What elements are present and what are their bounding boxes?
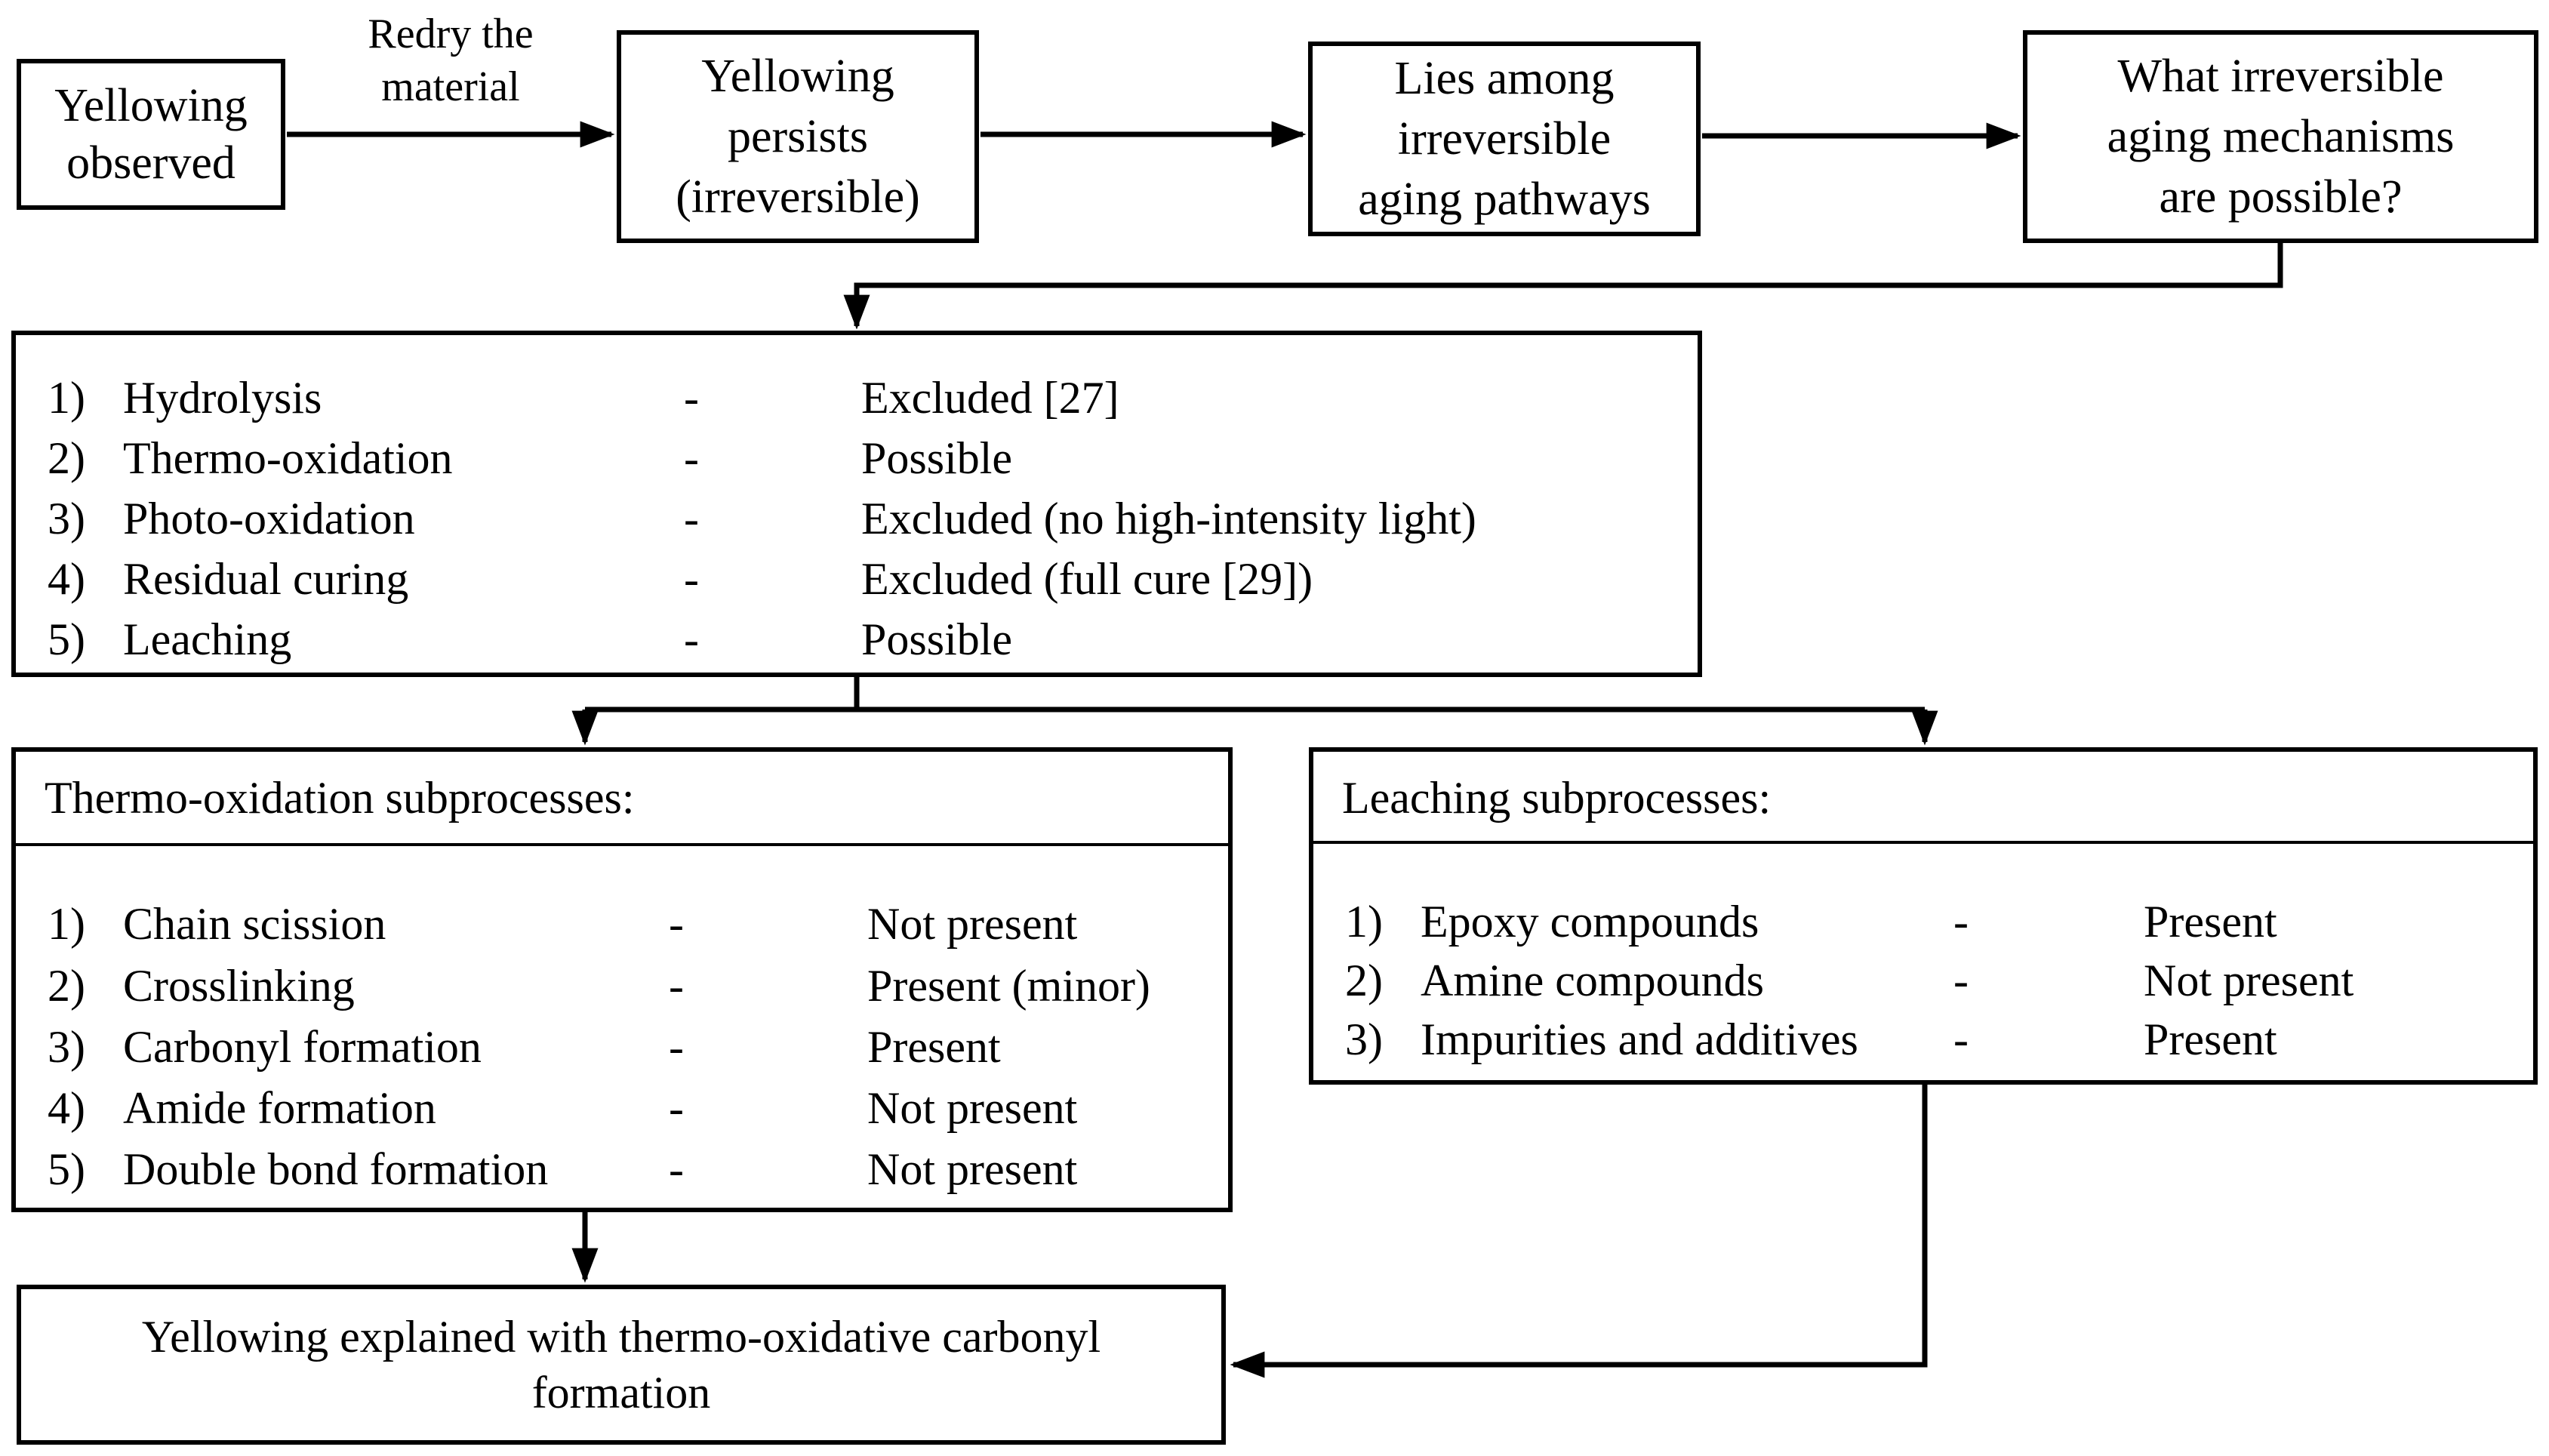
arrow-question-to-mechanism-list	[843, 243, 2283, 330]
item-verdict: Present	[2144, 897, 2277, 947]
box-text-line: Yellowing explained with thermo-oxidativ…	[141, 1312, 1101, 1362]
arrow-leaching-to-conclusion	[1230, 1085, 1928, 1378]
subprocess-row: 1) Epoxy compounds - Present	[1313, 894, 2533, 949]
box-text-line: irreversible	[1397, 113, 1612, 165]
leaching-subprocesses-box: Leaching subprocesses: 1) Epoxy compound…	[1309, 747, 2538, 1085]
mechanism-row: 4) Residual curing - Excluded (full cure…	[16, 552, 1698, 606]
item-number: 3)	[48, 494, 85, 543]
box-text-line: (irreversible)	[676, 171, 920, 223]
item-number: 2)	[48, 961, 85, 1011]
item-dash: -	[684, 373, 699, 423]
item-number: 2)	[48, 433, 85, 483]
item-verdict: Present	[867, 1022, 1001, 1072]
box-text-line: Yellowing	[701, 51, 894, 102]
header-divider	[16, 843, 1228, 846]
item-dash: -	[669, 1083, 684, 1133]
item-dash: -	[1953, 1014, 1969, 1064]
yellowing-persists-box: Yellowing persists (irreversible)	[617, 30, 979, 243]
box-text-line: Lies among	[1394, 53, 1615, 104]
item-verdict: Not present	[867, 1083, 1078, 1133]
box-text-line: are possible?	[2159, 171, 2403, 223]
item-verdict: Possible	[861, 433, 1013, 483]
subprocess-row: 4) Amide formation - Not present	[16, 1081, 1228, 1135]
item-name: Amide formation	[123, 1083, 436, 1133]
item-name: Epoxy compounds	[1421, 897, 1759, 947]
item-name: Impurities and additives	[1421, 1014, 1858, 1064]
irreversible-pathways-box: Lies among irreversible aging pathways	[1308, 42, 1701, 236]
item-number: 5)	[48, 614, 85, 664]
box-text-line: aging mechanisms	[2107, 111, 2455, 162]
box-text-line: What irreversible	[2117, 51, 2444, 102]
item-number: 4)	[48, 1083, 85, 1133]
subprocess-row: 3) Impurities and additives - Present	[1313, 1012, 2533, 1067]
box-text-line: observed	[66, 137, 236, 189]
item-verdict: Excluded [27]	[861, 373, 1119, 423]
item-dash: -	[684, 614, 699, 664]
item-dash: -	[669, 1144, 684, 1194]
mechanism-row: 3) Photo-oxidation - Excluded (no high-i…	[16, 491, 1698, 546]
box-text-line: aging pathways	[1358, 174, 1651, 225]
subprocess-row: 1) Chain scission - Not present	[16, 897, 1228, 951]
item-name: Carbonyl formation	[123, 1022, 482, 1072]
subprocess-row: 2) Amine compounds - Not present	[1313, 953, 2533, 1008]
item-verdict: Excluded (full cure [29])	[861, 554, 1313, 604]
redry-label-line: Redry the	[368, 11, 534, 57]
item-dash: -	[669, 961, 684, 1011]
box-text-line: persists	[728, 111, 868, 162]
item-name: Crosslinking	[123, 961, 355, 1011]
item-number: 5)	[48, 1144, 85, 1194]
item-number: 1)	[1345, 897, 1383, 947]
mechanism-evaluation-box: 1) Hydrolysis - Excluded [27] 2) Thermo-…	[11, 331, 1702, 677]
item-dash: -	[669, 899, 684, 949]
item-verdict: Possible	[861, 614, 1013, 664]
conclusion-box: Yellowing explained with thermo-oxidativ…	[17, 1285, 1226, 1445]
item-dash: -	[669, 1022, 684, 1072]
thermo-oxidation-subprocesses-box: Thermo-oxidation subprocesses: 1) Chain …	[11, 747, 1233, 1212]
item-name: Amine compounds	[1421, 956, 1764, 1005]
item-dash: -	[684, 554, 699, 604]
item-verdict: Present	[2144, 1014, 2277, 1064]
item-name: Hydrolysis	[123, 373, 322, 423]
aging-mechanisms-question-box: What irreversible aging mechanisms are p…	[2023, 30, 2538, 243]
redry-material-label: Redry the material	[300, 8, 602, 113]
item-number: 2)	[1345, 956, 1383, 1005]
item-number: 4)	[48, 554, 85, 604]
item-name: Double bond formation	[123, 1144, 549, 1194]
redry-label-line: material	[381, 63, 520, 110]
item-dash: -	[1953, 897, 1969, 947]
item-dash: -	[1953, 956, 1969, 1005]
item-verdict: Present (minor)	[867, 961, 1150, 1011]
item-verdict: Not present	[867, 1144, 1078, 1194]
subprocess-row: 5) Double bond formation - Not present	[16, 1142, 1228, 1196]
item-name: Residual curing	[123, 554, 409, 604]
item-number: 3)	[48, 1022, 85, 1072]
item-verdict: Not present	[867, 899, 1078, 949]
item-name: Photo-oxidation	[123, 494, 415, 543]
subprocess-row: 2) Crosslinking - Present (minor)	[16, 959, 1228, 1013]
item-name: Leaching	[123, 614, 292, 664]
item-name: Chain scission	[123, 899, 386, 949]
item-name: Thermo-oxidation	[123, 433, 453, 483]
leaching-box-title: Leaching subprocesses:	[1342, 773, 1772, 823]
subprocess-row: 3) Carbonyl formation - Present	[16, 1020, 1228, 1074]
thermo-box-title: Thermo-oxidation subprocesses:	[45, 773, 635, 823]
item-verdict: Not present	[2144, 956, 2354, 1005]
item-dash: -	[684, 494, 699, 543]
mechanism-row: 2) Thermo-oxidation - Possible	[16, 431, 1698, 485]
box-text-line: Yellowing	[54, 80, 248, 131]
item-dash: -	[684, 433, 699, 483]
item-verdict: Excluded (no high-intensity light)	[861, 494, 1476, 543]
header-divider	[1313, 841, 2533, 844]
mechanism-row: 5) Leaching - Possible	[16, 612, 1698, 666]
box-text-line: formation	[531, 1368, 711, 1418]
item-number: 1)	[48, 373, 85, 423]
yellowing-observed-box: Yellowing observed	[17, 59, 285, 210]
item-number: 1)	[48, 899, 85, 949]
item-number: 3)	[1345, 1014, 1383, 1064]
mechanism-row: 1) Hydrolysis - Excluded [27]	[16, 371, 1698, 425]
